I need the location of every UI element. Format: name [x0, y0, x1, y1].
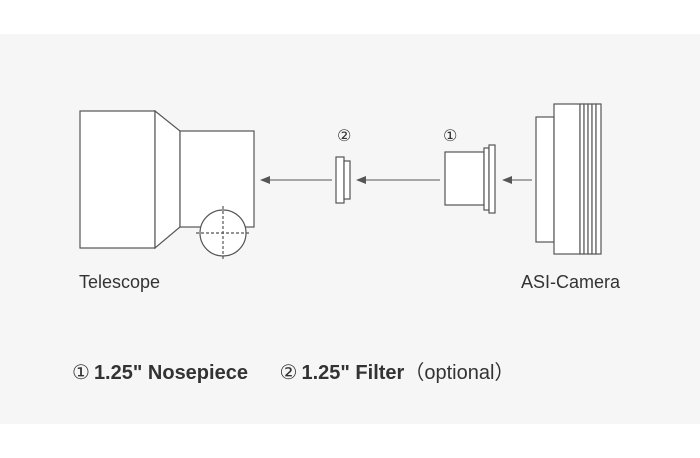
telescope-drawing — [79, 109, 255, 260]
filter-drawing — [335, 156, 351, 204]
legend-number-1: ① — [72, 362, 90, 384]
camera-label: ASI-Camera — [521, 272, 621, 292]
camera-drawing — [535, 103, 602, 255]
nosepiece-drawing — [444, 144, 496, 214]
telescope-label: Telescope — [79, 272, 161, 292]
legend-text-nosepiece: 1.25" Nosepiece — [93, 362, 248, 384]
nosepiece-marker: ① — [443, 126, 458, 145]
filter-marker: ② — [337, 126, 352, 145]
arrow-nosepiece-to-filter — [356, 176, 440, 184]
legend-number-2: ② — [279, 362, 298, 384]
arrow-camera-to-nosepiece — [502, 176, 532, 184]
legend-text-filter: 1.25" Filter — [301, 362, 405, 384]
legend-optional-note: （optional） — [404, 362, 515, 384]
arrow-filter-to-telescope — [260, 176, 332, 184]
